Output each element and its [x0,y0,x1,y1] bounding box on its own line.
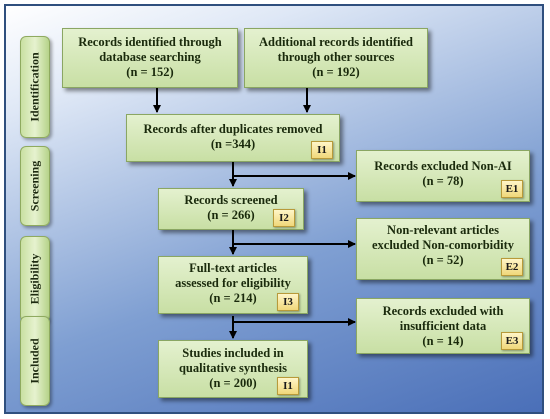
box-count: (n = 52) [422,253,464,267]
stage-tag: I2 [273,209,295,227]
box-count: (n = 152) [126,65,174,79]
stage-tag: E2 [501,258,523,276]
box-line: Full-text articles [189,261,277,275]
box-line: Studies included in [182,346,284,360]
box-line: excluded Non-comorbidity [371,238,514,252]
box-count: (n = 192) [312,65,360,79]
box-line: database searching [99,50,201,64]
box-line: Records screened [184,193,278,207]
box-full-text-assessed: Full-text articles assessed for eligibil… [158,256,308,314]
box-excluded-insufficient-data: Records excluded with insufficient data … [356,298,530,354]
box-after-duplicates: Records after duplicates removed (n =344… [126,114,340,162]
flow-arrows [153,88,356,339]
stage-tag: E1 [501,180,523,198]
stage-tag: I1 [277,377,299,395]
box-excluded-non-ai: Records excluded Non-AI (n = 78) E1 [356,150,530,202]
box-count: (n = 78) [422,174,464,188]
box-count: (n = 214) [209,291,257,305]
prisma-flow-diagram: Identification Screening Eligibility Inc… [4,4,544,414]
stage-tag: I1 [311,141,333,159]
stage-tag: I3 [277,293,299,311]
box-other-sources: Additional records identified through ot… [244,28,428,88]
box-records-screened: Records screened (n = 266) I2 [158,188,304,230]
box-count: (n = 200) [209,376,257,390]
box-line: insufficient data [399,319,487,333]
box-database-search: Records identified through database sear… [62,28,238,88]
box-line: Records excluded with [382,304,504,318]
box-line: through other sources [277,50,395,64]
box-count: (n =344) [210,137,256,151]
box-studies-included: Studies included in qualitative synthesi… [158,340,308,398]
stage-tag: E3 [501,332,523,350]
box-line: Records identified through [78,35,222,49]
box-line: Records after duplicates removed [143,122,323,136]
box-line: Non-relevant articles [387,223,499,237]
box-line: Records excluded Non-AI [374,159,512,173]
box-line: qualitative synthesis [178,361,287,375]
box-line: assessed for eligibility [175,276,291,290]
box-excluded-non-comorbidity: Non-relevant articles excluded Non-comor… [356,218,530,280]
box-line: Additional records identified [259,35,413,49]
box-count: (n = 266) [207,208,255,222]
stage-screening: Screening [20,146,50,226]
stage-identification: Identification [20,36,50,138]
stage-included: Included [20,316,50,406]
box-count: (n = 14) [422,334,464,348]
